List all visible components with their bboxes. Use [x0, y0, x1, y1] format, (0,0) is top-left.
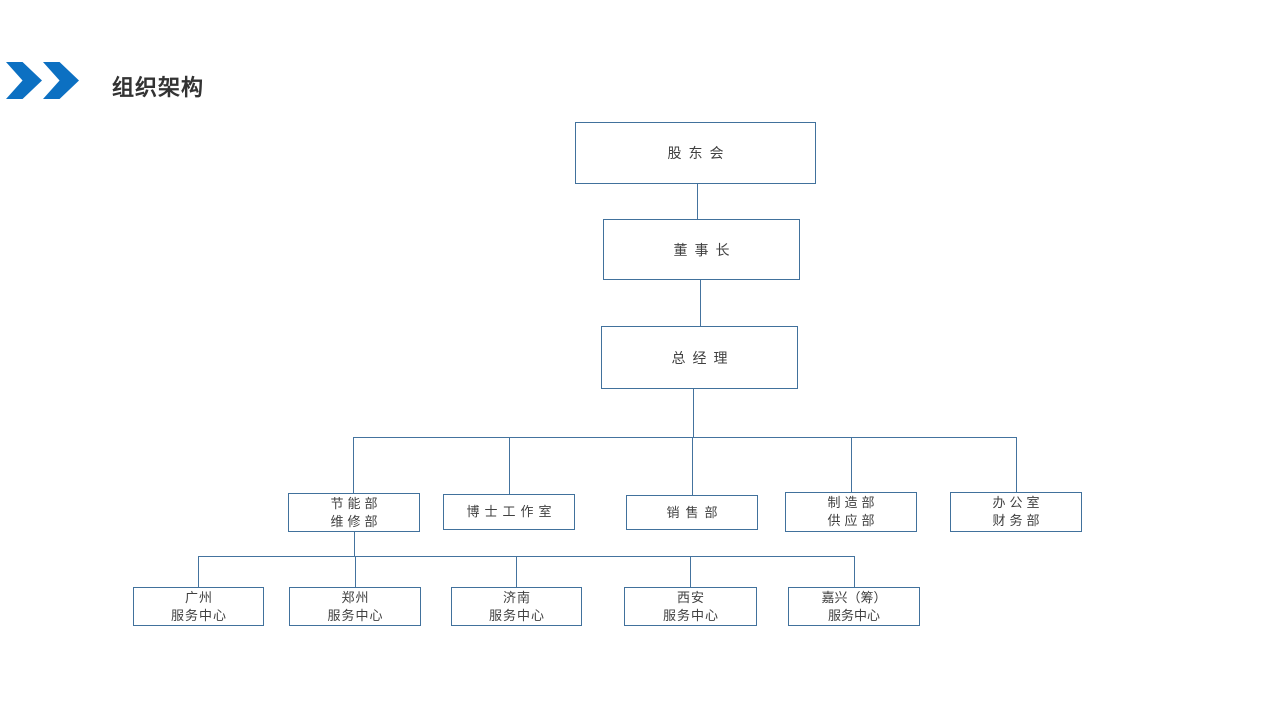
org-node-jienengbu: 节能部维修部 — [288, 493, 420, 532]
connector-drop-zhengzhou — [355, 556, 357, 587]
connector-row4-horizontal — [353, 437, 1017, 439]
connector-drop-guangzhou — [198, 556, 200, 587]
org-node-label: 西安 — [676, 589, 705, 605]
org-node-zongjingli: 总经理 — [601, 326, 798, 389]
org-node-label: 销售部 — [666, 504, 724, 520]
org-node-label: 维修部 — [330, 513, 382, 529]
org-node-label: 广州 — [184, 589, 213, 605]
connector-drop-boshigongzuoshi — [509, 437, 511, 494]
org-node-gudonghui: 股东会 — [575, 122, 816, 184]
org-node-jiaxing: 嘉兴（筹） 服务中心 — [788, 587, 920, 626]
org-node-zhengzhou: 郑州服务中心 — [289, 587, 421, 626]
org-node-label: 服务中心 — [662, 607, 719, 623]
connector-zongjingli-trunk — [693, 389, 695, 438]
org-node-label: 办公室 — [992, 495, 1044, 510]
org-node-boshigongzuoshi: 博士工作室 — [443, 494, 575, 530]
connector-drop-jienengbu — [353, 437, 355, 493]
page-title: 组织架构 — [112, 75, 205, 100]
org-node-label: 财务部 — [992, 513, 1044, 528]
org-node-label: 供应部 — [827, 513, 879, 528]
connector-drop-xiaoshoubu — [692, 437, 694, 495]
org-node-label: 服务中心 — [327, 607, 384, 623]
connector-drop-bangongshi — [1016, 437, 1018, 492]
org-node-label: 董事长 — [673, 241, 737, 258]
connector-gudonghui-dongshizhang — [696, 184, 698, 219]
org-node-label: 制造部 — [827, 495, 879, 510]
connector-row5-horizontal — [198, 556, 854, 558]
connector-drop-zhizaobu — [851, 437, 853, 492]
org-node-label: 郑州 — [341, 589, 370, 605]
org-node-label: 嘉兴（筹） — [821, 589, 887, 605]
org-node-jinan: 济南服务中心 — [451, 587, 582, 626]
org-node-label: 服务中心 — [170, 607, 227, 623]
org-node-dongshizhang: 董事长 — [603, 219, 800, 280]
org-node-label: 服务中心 — [827, 607, 880, 623]
org-node-label: 济南 — [502, 589, 531, 605]
org-node-xiaoshoubu: 销售部 — [626, 495, 758, 530]
org-node-bangongshi: 办公室财务部 — [950, 492, 1082, 532]
org-node-label: 股东会 — [667, 145, 731, 161]
connector-jienengbu-trunk — [354, 532, 356, 557]
connector-dongshizhang-zongjingli — [700, 280, 702, 326]
org-node-xian: 西安服务中心 — [624, 587, 757, 626]
connector-drop-jiaxing — [854, 556, 856, 587]
org-node-guangzhou: 广州服务中心 — [133, 587, 264, 626]
org-node-label: 总经理 — [671, 349, 735, 366]
org-node-label: 节能部 — [330, 495, 382, 511]
connector-drop-xian — [690, 556, 692, 587]
org-node-label: 博士工作室 — [466, 504, 557, 519]
org-node-label: 服务中心 — [488, 607, 545, 623]
org-node-zhizaobu: 制造部供应部 — [785, 492, 917, 532]
connector-drop-jinan — [516, 556, 518, 587]
